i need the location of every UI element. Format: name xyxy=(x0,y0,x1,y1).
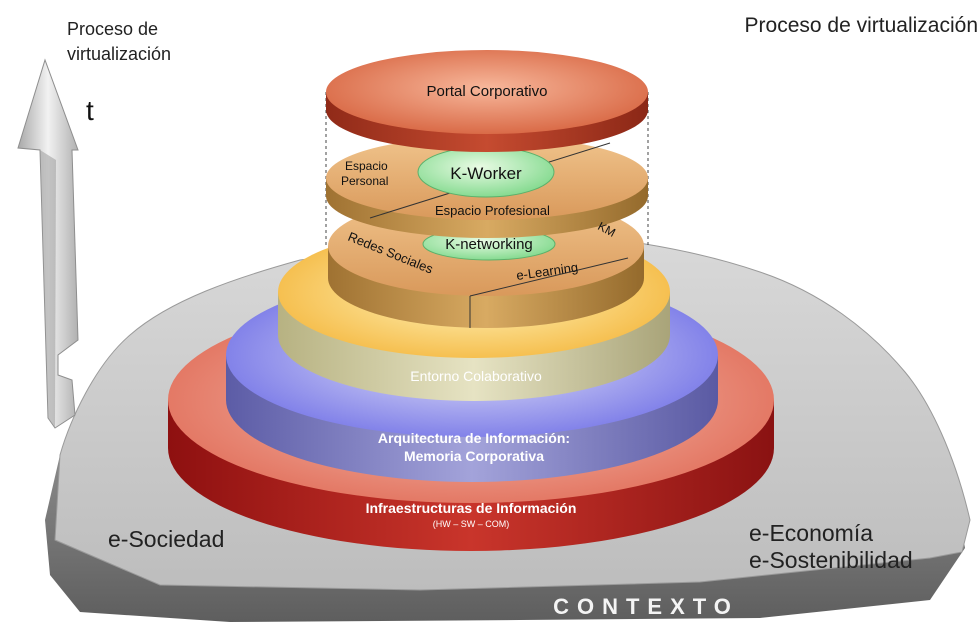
layer-portal xyxy=(326,50,648,152)
label-portal: Portal Corporativo xyxy=(427,83,548,100)
label-k-networking: K-networking xyxy=(445,236,533,253)
dashed-guides xyxy=(325,92,649,248)
label-e-sociedad: e-Sociedad xyxy=(108,526,224,552)
label-contexto: CONTEXTO xyxy=(553,594,739,619)
time-symbol: t xyxy=(86,95,94,126)
time-arrow xyxy=(17,58,79,429)
label-e-economia: e-Economía xyxy=(749,520,873,546)
axis-title-line2: virtualización xyxy=(67,44,171,64)
label-arquitectura-2: Memoria Corporativa xyxy=(404,448,544,464)
layer-k-worker xyxy=(326,136,648,238)
label-e-sostenibilidad: e-Sostenibilidad xyxy=(749,547,913,573)
label-k-worker: K-Worker xyxy=(450,164,522,183)
label-espacio-profesional: Espacio Profesional xyxy=(435,203,550,218)
label-infra-sub: (HW – SW – COM) xyxy=(433,519,510,529)
label-espacio-personal-2: Personal xyxy=(341,174,388,188)
label-infraestructuras: Infraestructuras de Información xyxy=(366,500,577,516)
label-arquitectura-1: Arquitectura de Información: xyxy=(378,430,570,446)
page-title: Proceso de virtualización xyxy=(745,14,978,37)
label-entorno: Entorno Colaborativo xyxy=(410,368,542,384)
label-espacio-personal-1: Espacio xyxy=(345,159,388,173)
axis-title-line1: Proceso de xyxy=(67,19,158,39)
